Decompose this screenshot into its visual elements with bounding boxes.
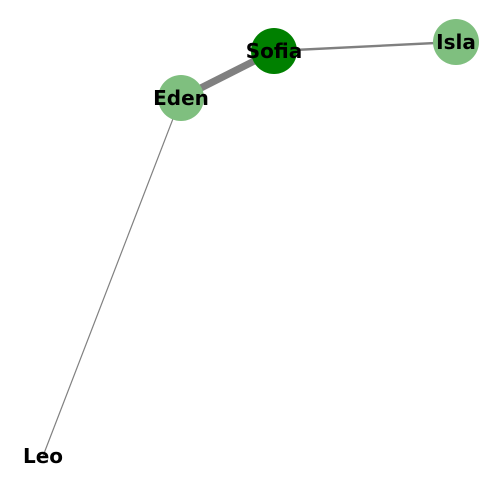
label-layer: Sofia Isla Eden Leo [23, 30, 476, 468]
node-eden [158, 75, 204, 121]
node-layer [158, 19, 479, 121]
node-label-isla: Isla [436, 30, 476, 54]
node-sofia [251, 28, 297, 74]
edge-layer [42, 40, 457, 457]
node-label-eden: Eden [153, 86, 209, 110]
node-label-sofia: Sofia [246, 39, 302, 63]
node-label-leo: Leo [23, 444, 63, 468]
node-isla [433, 19, 479, 65]
edge-eden-leo [42, 97, 182, 457]
edge-sofia-isla [273, 40, 457, 53]
